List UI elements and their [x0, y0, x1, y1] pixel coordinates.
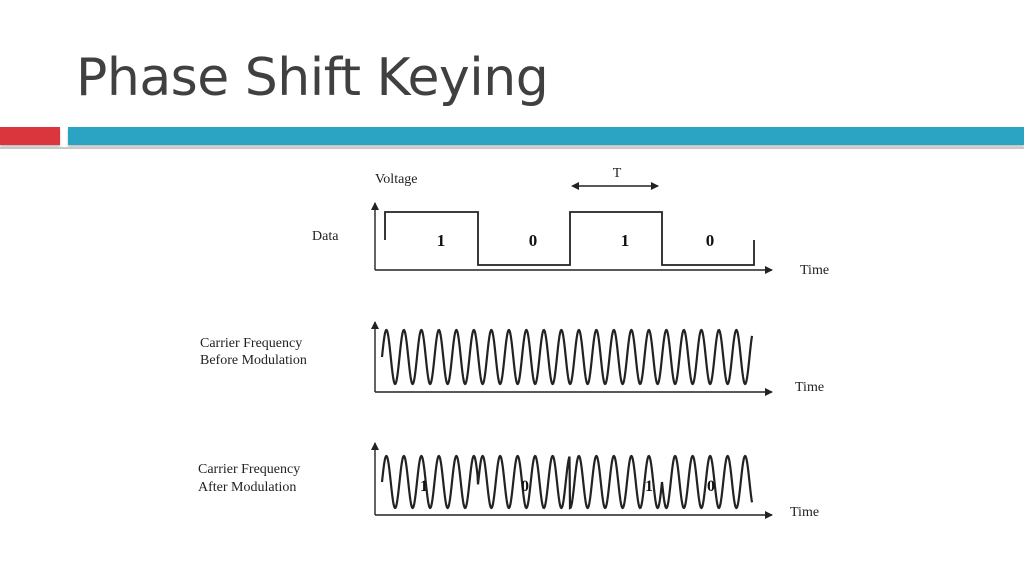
carrier-before-label-line1: Carrier Frequency: [200, 336, 302, 351]
data-row-label: Data: [312, 229, 339, 244]
data-bit-1: 1: [437, 231, 446, 250]
after-bit-2: 0: [521, 478, 529, 495]
carrier-after-label-line1: Carrier Frequency: [198, 462, 300, 477]
data-bit-2: 0: [529, 231, 538, 250]
carrier-after-time-label: Time: [790, 505, 819, 520]
carrier-after-label-line2: After Modulation: [198, 480, 296, 495]
data-bit-4: 0: [706, 231, 715, 250]
after-bit-1: 1: [420, 478, 428, 495]
after-bit-3: 1: [645, 478, 653, 495]
accent-bar-blue: [68, 127, 1024, 145]
after-bit-4: 0: [707, 478, 715, 495]
carrier-wave-after: [380, 454, 754, 510]
accent-bar-red: [0, 127, 60, 145]
data-bit-3: 1: [621, 231, 630, 250]
carrier-wave-before: [380, 328, 754, 386]
voltage-axis-label: Voltage: [375, 172, 418, 187]
data-time-label: Time: [800, 263, 829, 278]
data-square-wave: [384, 211, 755, 266]
accent-bar-shadow: [0, 147, 1024, 149]
period-label: T: [613, 166, 622, 181]
carrier-before-label-line2: Before Modulation: [200, 353, 307, 368]
carrier-before-time-label: Time: [795, 380, 824, 395]
slide-title: Phase Shift Keying: [76, 48, 549, 108]
